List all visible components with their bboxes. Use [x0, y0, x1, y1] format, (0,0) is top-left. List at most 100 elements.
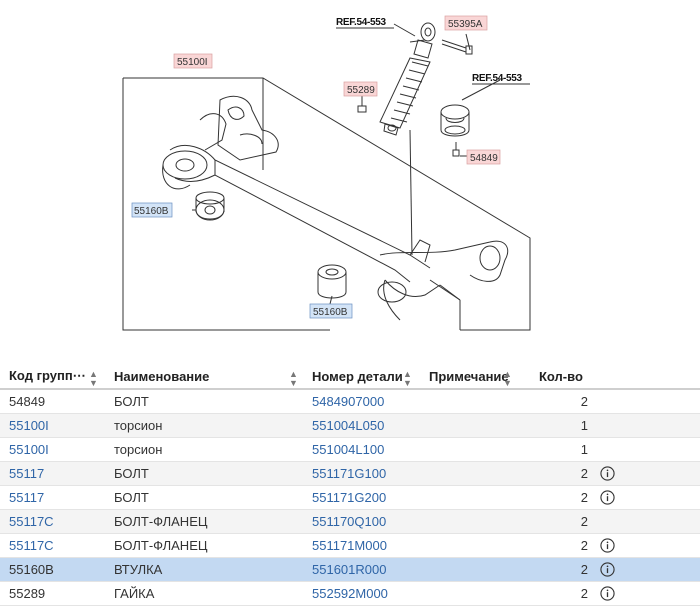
table-row[interactable]: 55117C БОЛТ-ФЛАНЕЦ 551170Q100 2 [0, 509, 700, 534]
nut-55289 [357, 105, 367, 113]
bushing-upper [195, 191, 225, 221]
column-header-name-label: Наименование [114, 368, 210, 384]
part-number-link[interactable]: 551170Q100 [312, 514, 387, 529]
group-code[interactable]: 55100I [9, 442, 49, 457]
part-number-link[interactable]: 551171M000 [312, 538, 387, 553]
column-header-number[interactable]: Номер детали ▲▼ [303, 364, 420, 390]
column-header-note-label: Примечание [429, 368, 509, 384]
table-header-row: Код групп⋯ ▲▼ Наименование ▲▼ Номер дета… [0, 364, 700, 390]
torsion-beam [162, 95, 509, 321]
info-icon[interactable] [600, 562, 615, 577]
part-name: БОЛТ-ФЛАНЕЦ [114, 514, 208, 529]
quantity: 2 [580, 586, 588, 601]
group-code[interactable]: 55117C [9, 514, 54, 529]
note-cell [420, 509, 530, 534]
info-icon[interactable] [600, 586, 615, 601]
part-number-link-cell: 5484907000 [303, 389, 420, 414]
quantity: 2 [580, 394, 588, 409]
part-name-cell: торсион [105, 437, 303, 462]
note-cell [420, 461, 530, 486]
callout-55100i[interactable]: 55100I [177, 57, 208, 68]
column-header-note[interactable]: Примечание ▲▼ [420, 364, 530, 390]
column-header-number-label: Номер детали [312, 368, 403, 384]
part-number-link-cell: 551171M000 [303, 533, 420, 558]
quantity-cell: 2 [530, 461, 592, 486]
part-number-link[interactable]: 551171G100 [312, 466, 387, 481]
table-row[interactable]: 55117C БОЛТ-ФЛАНЕЦ 551171M000 2 [0, 533, 700, 558]
group-code[interactable]: 55117C [9, 538, 54, 553]
table-row[interactable]: 55100I торсион 551004L100 1 [0, 437, 700, 462]
column-header-group-label: Код групп⋯ [9, 368, 86, 383]
callout-55395a[interactable]: 55395A [448, 19, 483, 30]
callout-ref-top[interactable]: REF.54-553 [336, 17, 387, 28]
info-cell [592, 581, 700, 606]
quantity-cell: 2 [530, 533, 592, 558]
callout-54849[interactable]: 54849 [470, 153, 498, 164]
callout-55160b-upper[interactable]: 55160B [134, 206, 169, 217]
sort-icon[interactable]: ▲▼ [503, 369, 512, 388]
callout-ref-right[interactable]: REF.54-553 [472, 73, 523, 84]
note-cell [420, 389, 530, 414]
group-code-cell: 55289 [0, 581, 105, 606]
quantity: 1 [580, 418, 588, 433]
note-cell [420, 581, 530, 606]
frame-left-edge [122, 78, 330, 331]
group-code: 55289 [9, 586, 46, 601]
part-name: БОЛТ [114, 490, 149, 505]
info-cell [592, 389, 700, 414]
parts-diagram: REF.54-553 REF.54-553 55395A 55289 54849… [122, 15, 531, 331]
part-number-link[interactable]: 552592M000 [312, 586, 388, 601]
note-cell [420, 413, 530, 438]
part-number-link[interactable]: 551171G200 [312, 490, 387, 505]
info-icon[interactable] [600, 490, 615, 505]
quantity-cell: 1 [530, 437, 592, 462]
column-header-name[interactable]: Наименование ▲▼ [105, 364, 303, 390]
part-name: БОЛТ-ФЛАНЕЦ [114, 538, 208, 553]
callout-55160b-lower[interactable]: 55160B [313, 307, 348, 318]
quantity-cell: 2 [530, 581, 592, 606]
sort-icon[interactable]: ▲▼ [89, 369, 98, 388]
group-code[interactable]: 55117 [9, 466, 45, 481]
info-icon[interactable] [600, 466, 615, 481]
column-header-group[interactable]: Код групп⋯ ▲▼ [0, 364, 105, 390]
frame-outline [123, 77, 531, 331]
part-name: торсион [114, 442, 163, 457]
part-name: БОЛТ [114, 466, 149, 481]
quantity: 2 [580, 514, 588, 529]
bolt-54849 [452, 142, 460, 157]
quantity: 2 [580, 538, 588, 553]
group-code-cell: 54849 [0, 389, 105, 414]
group-code[interactable]: 55117 [9, 490, 45, 505]
group-code-cell: 55117 [0, 461, 105, 486]
sort-icon[interactable]: ▲▼ [403, 369, 412, 388]
part-number-link[interactable]: 551004L100 [312, 442, 385, 457]
info-icon[interactable] [600, 538, 615, 553]
part-number-link-cell: 551171G100 [303, 461, 420, 486]
group-code-cell: 55100I [0, 437, 105, 462]
column-header-qty-label: Кол-во [539, 368, 583, 384]
part-number-link[interactable]: 551601R000 [312, 562, 387, 577]
table-row[interactable]: 55117 БОЛТ 551171G200 2 [0, 485, 700, 510]
quantity: 2 [580, 490, 588, 505]
table-row[interactable]: 55117 БОЛТ 551171G100 2 [0, 461, 700, 486]
column-header-qty[interactable]: Кол-во [530, 364, 592, 390]
group-code-cell: 55160B [0, 557, 105, 582]
part-number-link[interactable]: 5484907000 [312, 394, 385, 409]
quantity: 1 [580, 442, 588, 457]
group-code[interactable]: 55100I [9, 418, 49, 433]
part-number-link-cell: 551171G200 [303, 485, 420, 510]
quantity: 2 [580, 466, 588, 481]
quantity-cell: 2 [530, 485, 592, 510]
info-cell [592, 509, 700, 534]
part-name-cell: БОЛТ [105, 485, 303, 510]
part-number-link[interactable]: 551004L050 [312, 418, 385, 433]
sort-icon[interactable]: ▲▼ [289, 369, 298, 388]
part-number-link-cell: 552592M000 [303, 581, 420, 606]
note-cell [420, 437, 530, 462]
callout-55289[interactable]: 55289 [347, 85, 375, 96]
group-code-cell: 55100I [0, 413, 105, 438]
